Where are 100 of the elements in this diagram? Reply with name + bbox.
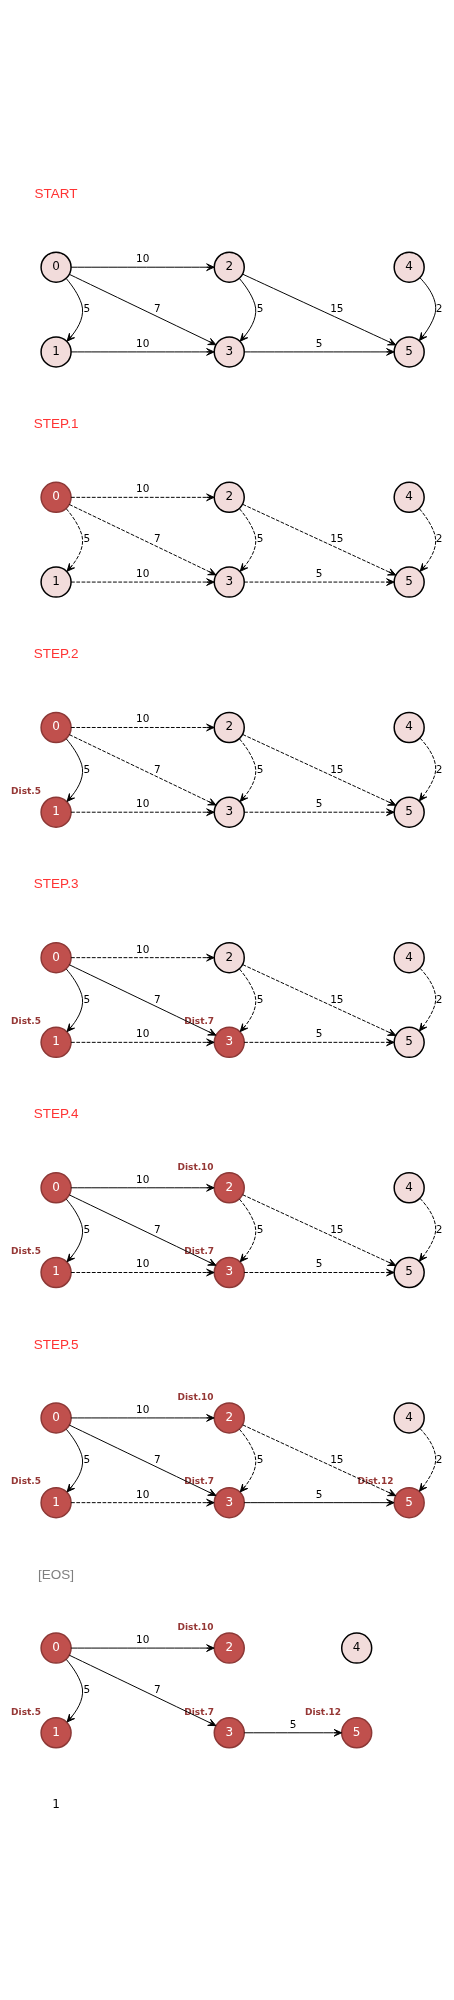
arrow (243, 578, 395, 586)
edge-label: 5 (256, 762, 264, 775)
node-circle: 2 (213, 941, 245, 974)
node-circle: 2 (213, 481, 245, 514)
node-label: Dist.7 (184, 1706, 215, 1717)
edge-label: 5 (256, 302, 264, 315)
edge-label: 15 (330, 992, 344, 1005)
node-label: Dist.5 (11, 1476, 41, 1487)
label: START (34, 185, 78, 201)
node-label: Dist.5 (11, 1706, 41, 1717)
node-circle: 2 (213, 711, 245, 744)
arrow (70, 953, 215, 962)
arrow (68, 1194, 217, 1266)
node-label: Dist.7 (184, 1246, 215, 1257)
edge-label: 5 (83, 1683, 91, 1696)
node-circle: 0 (40, 1402, 72, 1434)
arrow (242, 1424, 397, 1497)
node-circle: 5 (340, 1717, 373, 1749)
arrow (418, 737, 437, 802)
edge-label: 7 (153, 992, 161, 1005)
edge-label: 10 (135, 1402, 150, 1415)
edge-label: 5 (256, 992, 264, 1005)
edge-label: 5 (83, 1222, 91, 1235)
arrow (70, 1498, 215, 1507)
node-label: Dist.7 (184, 1476, 215, 1487)
arrow (243, 1498, 395, 1507)
node-label: Dist.7 (184, 1016, 215, 1027)
edge-label: 10 (135, 336, 150, 349)
arrow (70, 1644, 215, 1652)
arrow (242, 503, 397, 576)
node-circle: 3 (213, 1026, 245, 1059)
node-circle: 4 (393, 941, 425, 974)
node-label: Dist.10 (177, 1621, 214, 1632)
node-circle: 5 (393, 1486, 425, 1519)
edge-label: 15 (330, 532, 344, 545)
node-circle: 1 (40, 1717, 72, 1749)
arrow (239, 1428, 257, 1493)
arrow (243, 1728, 343, 1737)
arrow (70, 1414, 215, 1422)
arrow (242, 734, 397, 806)
arrow (70, 1183, 215, 1192)
edge-label: 7 (153, 1683, 161, 1696)
node-circle: 0 (40, 1172, 72, 1204)
node-circle: 0 (40, 481, 72, 514)
arrow (243, 1038, 395, 1047)
node-circle: 3 (213, 566, 245, 598)
arrow (70, 1038, 215, 1047)
node-circle: 3 (213, 1486, 245, 1519)
arrow (243, 808, 395, 817)
arrow (418, 508, 437, 572)
edge-label: 5 (315, 1487, 323, 1500)
edge-label: 5 (83, 762, 91, 775)
edge-label: 2 (435, 762, 443, 775)
node-label: Dist.10 (177, 1161, 214, 1172)
arrow (418, 1198, 437, 1262)
node-label: Dist.5 (11, 785, 41, 796)
node-circle: 1 (40, 1026, 72, 1059)
arrow (70, 578, 215, 586)
arrow (70, 348, 215, 356)
arrow (70, 1268, 215, 1277)
edge-label: 15 (330, 762, 344, 775)
label: STEP.5 (33, 1336, 79, 1352)
arrow (239, 1198, 257, 1263)
label: 1 (52, 1797, 60, 1812)
edge-label: 2 (435, 1222, 443, 1235)
edge-label: 2 (435, 302, 443, 315)
edge-label: 5 (289, 1717, 297, 1730)
edge-label: 10 (135, 1257, 150, 1270)
edge-label: 7 (153, 1453, 161, 1466)
arrow (239, 738, 257, 802)
node-circle: 1 (40, 1256, 72, 1289)
node-circle: 1 (40, 1486, 72, 1519)
node-circle: 1 (40, 336, 72, 368)
arrow (242, 1194, 397, 1267)
arrow (243, 1268, 395, 1277)
arrow (239, 968, 257, 1033)
node-label: Dist.10 (177, 1391, 214, 1402)
edge-label: 15 (330, 1222, 344, 1235)
edge-label: 5 (83, 1453, 91, 1466)
node-circle: 3 (213, 1717, 245, 1749)
node-circle: 4 (340, 1632, 373, 1664)
arrow (70, 493, 215, 502)
edge-label: 2 (435, 1453, 443, 1466)
edge-label: 5 (83, 302, 91, 315)
edge-label: 5 (256, 1222, 264, 1235)
arrow (242, 273, 397, 346)
node-circle: 0 (40, 711, 72, 744)
arrow (418, 967, 437, 1032)
node-circle: 0 (40, 1632, 72, 1664)
edge-label: 10 (135, 1487, 150, 1500)
edge-label: 10 (135, 482, 150, 495)
node-label: Dist.5 (11, 1246, 41, 1257)
arrow (65, 278, 84, 342)
arrow (239, 508, 257, 572)
arrow (68, 1424, 217, 1496)
node-circle: 0 (40, 251, 72, 283)
edge-label: 15 (330, 302, 344, 315)
node-circle: 2 (213, 1632, 245, 1664)
arrow (70, 723, 215, 732)
node-circle: 4 (393, 481, 425, 514)
